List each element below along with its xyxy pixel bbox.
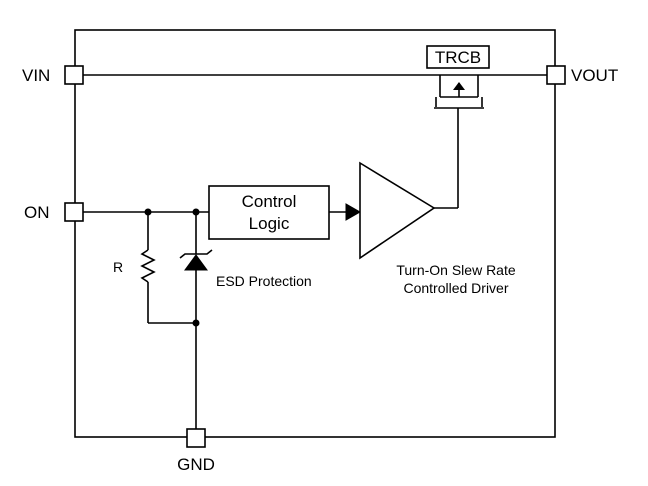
junction-dot	[144, 208, 152, 216]
esd-label: ESD Protection	[216, 273, 312, 289]
driver-label-line2: Controlled Driver	[403, 280, 508, 296]
trcb-block	[426, 45, 490, 69]
resistor-label: R	[113, 259, 123, 275]
junction-dot	[192, 208, 200, 216]
driver-label-line1: Turn-On Slew Rate	[396, 262, 516, 278]
resistor-r	[140, 212, 196, 324]
vout-pin	[546, 65, 566, 85]
on-label: ON	[24, 203, 50, 222]
driver-triangle	[359, 161, 436, 260]
esd-zener-diode	[179, 212, 213, 429]
gnd-label: GND	[177, 455, 215, 474]
control-logic-label-line2: Logic	[249, 214, 290, 233]
vin-pin	[64, 65, 84, 85]
control-logic-block	[208, 185, 330, 240]
vout-label: VOUT	[571, 66, 618, 85]
on-pin	[64, 202, 84, 222]
trcb-label: TRCB	[435, 48, 481, 67]
mosfet-switch	[434, 75, 484, 109]
control-logic-label-line1: Control	[242, 192, 297, 211]
arrow-icon	[345, 203, 362, 221]
chip-outline	[74, 29, 556, 438]
vin-label: VIN	[22, 66, 50, 85]
junction-dot	[192, 319, 200, 327]
gnd-pin	[186, 428, 206, 448]
